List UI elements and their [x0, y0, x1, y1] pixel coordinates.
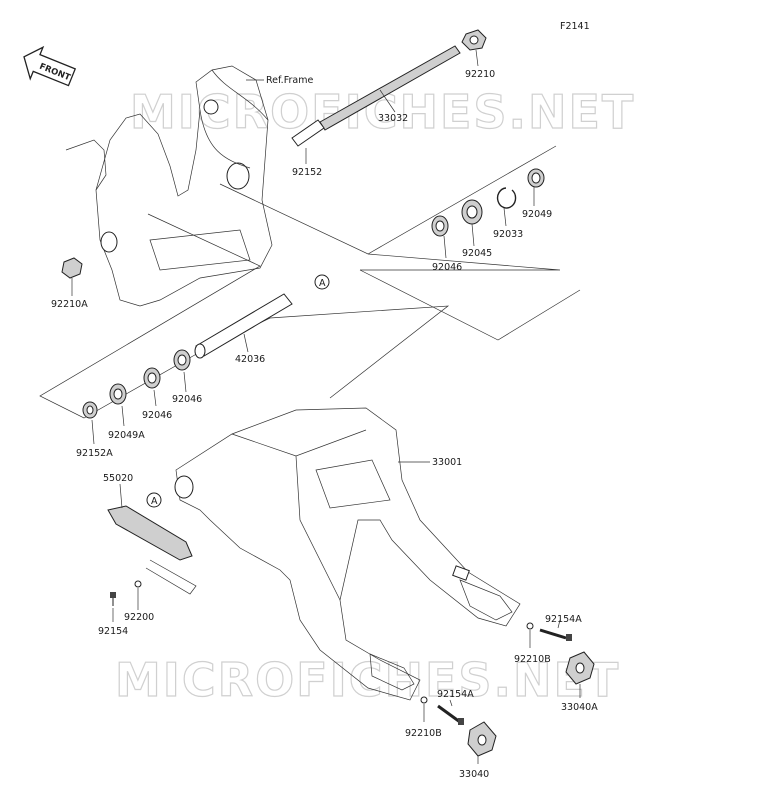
circlip-92033	[496, 187, 517, 209]
bracket-left-b	[199, 305, 450, 399]
bearing-92046-top	[431, 215, 449, 237]
part-label-92154A-right: 92154A	[545, 614, 582, 625]
pivot-shaft-33032	[291, 45, 461, 147]
ref-frame-label: Ref.Frame	[266, 75, 313, 86]
washer-92200	[134, 580, 142, 588]
washer-92210B-left	[420, 696, 428, 704]
part-label-92046-a: 92046	[172, 394, 202, 405]
bracket-right-bot	[359, 269, 581, 341]
part-label-33040: 33040	[459, 769, 489, 780]
part-label-92210B-left: 92210B	[405, 728, 442, 739]
part-label-92154: 92154	[98, 626, 128, 637]
bracket-right-mid	[360, 253, 561, 271]
bolt-92154A-right	[539, 628, 572, 641]
callout-a-top-label: A	[319, 278, 326, 289]
part-label-92210A: 92210A	[51, 299, 88, 310]
watermark-bottom: MICROFICHES.NET	[115, 653, 620, 707]
part-label-92046-b: 92046	[142, 410, 172, 421]
figure-code: F2141	[560, 21, 590, 32]
part-label-92152: 92152	[292, 167, 322, 178]
bolt-92154A-left	[437, 704, 464, 725]
part-label-92152A: 92152A	[76, 448, 113, 459]
chain-guide-55020	[107, 505, 197, 595]
bearing-92049	[527, 168, 545, 188]
part-label-92200: 92200	[124, 612, 154, 623]
frame-section	[65, 65, 273, 307]
bearing-92046-b	[143, 367, 161, 389]
part-label-92033: 92033	[493, 229, 523, 240]
nut-92210A	[61, 257, 83, 279]
adjuster-33040A	[565, 651, 595, 685]
part-label-33001: 33001	[432, 457, 462, 468]
bolt-92154	[110, 592, 116, 606]
seal-92049A	[109, 383, 127, 405]
part-label-92045: 92045	[462, 248, 492, 259]
part-label-92046-top: 92046	[432, 262, 462, 273]
part-label-33040A: 33040A	[561, 702, 598, 713]
adjuster-33040	[467, 721, 497, 757]
nut-92210	[461, 29, 487, 51]
washer-92210B-right	[526, 622, 534, 630]
part-label-92210B-right: 92210B	[514, 654, 551, 665]
part-label-42036: 42036	[235, 354, 265, 365]
callout-a-top	[314, 274, 330, 290]
part-label-92049A: 92049A	[108, 430, 145, 441]
part-label-92210: 92210	[465, 69, 495, 80]
part-label-92049: 92049	[522, 209, 552, 220]
part-label-33032: 33032	[378, 113, 408, 124]
callout-a-bottom	[146, 492, 162, 508]
swingarm-33001	[174, 407, 521, 701]
bearing-92045	[461, 199, 483, 225]
part-label-92154A-left: 92154A	[437, 689, 474, 700]
callout-a-bottom-label: A	[151, 496, 158, 507]
part-label-55020: 55020	[103, 473, 133, 484]
front-arrow-icon: FRONT	[23, 45, 77, 87]
collar-42036	[194, 293, 293, 359]
bearing-92046-a	[173, 349, 191, 371]
collar-92152A	[82, 401, 98, 419]
